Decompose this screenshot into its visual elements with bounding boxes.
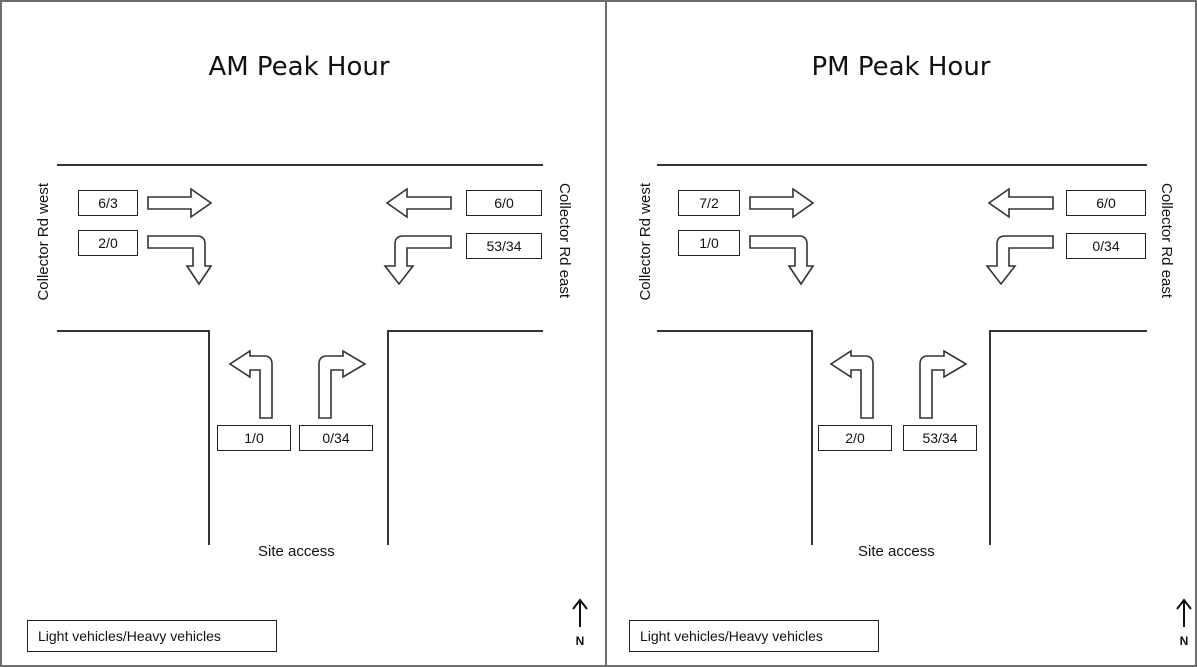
arrow-west-right (749, 235, 815, 286)
road-label-west: Collector Rd west (637, 183, 654, 301)
access-west-curb-line (811, 330, 813, 545)
volume-access-right: 0/34 (299, 425, 373, 451)
north-arrow-icon (1176, 598, 1192, 627)
volume-access-right: 53/34 (903, 425, 977, 451)
arrow-access-right (919, 349, 968, 419)
north-arrow: N (1174, 598, 1194, 648)
arrow-east-through (385, 187, 452, 219)
volume-east-through: 6/0 (1066, 190, 1146, 216)
panel-title: AM Peak Hour (208, 52, 390, 82)
north-arrow-icon (572, 598, 588, 627)
access-east-curb-line (387, 330, 389, 545)
road-label-south: Site access (258, 543, 335, 560)
north-label: N (1179, 634, 1189, 648)
arrow-access-left (228, 349, 273, 419)
volume-west-right: 2/0 (78, 230, 138, 256)
arrow-west-right (147, 235, 213, 286)
access-west-curb-line (208, 330, 210, 545)
arrow-access-left (829, 349, 874, 419)
am-peak-panel: AM Peak Hour Collector Rd west Collector… (0, 0, 598, 667)
arrow-west-through (147, 187, 213, 219)
volume-access-left: 1/0 (217, 425, 291, 451)
volume-west-right: 1/0 (678, 230, 740, 256)
arrow-west-through (749, 187, 815, 219)
south-west-curb-line (657, 330, 812, 332)
south-east-curb-line (990, 330, 1147, 332)
south-east-curb-line (388, 330, 543, 332)
panel-title: PM Peak Hour (811, 52, 991, 82)
arrow-east-left (985, 235, 1054, 286)
south-west-curb-line (57, 330, 209, 332)
volume-east-left: 0/34 (1066, 233, 1146, 259)
pm-peak-panel: PM Peak Hour Collector Rd west Collector… (602, 0, 1197, 667)
road-label-west: Collector Rd west (35, 183, 52, 301)
volume-east-left: 53/34 (466, 233, 542, 259)
legend-box: Light vehicles/Heavy vehicles (629, 620, 879, 652)
arrow-access-right (318, 349, 367, 419)
arrow-east-left (383, 235, 452, 286)
road-label-east: Collector Rd east (1158, 183, 1175, 299)
north-curb-line (57, 164, 543, 166)
volume-access-left: 2/0 (818, 425, 892, 451)
panel-divider (605, 0, 607, 667)
volume-west-through: 6/3 (78, 190, 138, 216)
volume-east-through: 6/0 (466, 190, 542, 216)
legend-box: Light vehicles/Heavy vehicles (27, 620, 277, 652)
road-label-east: Collector Rd east (556, 183, 573, 299)
road-label-south: Site access (858, 543, 935, 560)
north-curb-line (657, 164, 1147, 166)
north-label: N (575, 634, 585, 648)
arrow-east-through (987, 187, 1054, 219)
access-east-curb-line (989, 330, 991, 545)
north-arrow: N (570, 598, 590, 648)
volume-west-through: 7/2 (678, 190, 740, 216)
